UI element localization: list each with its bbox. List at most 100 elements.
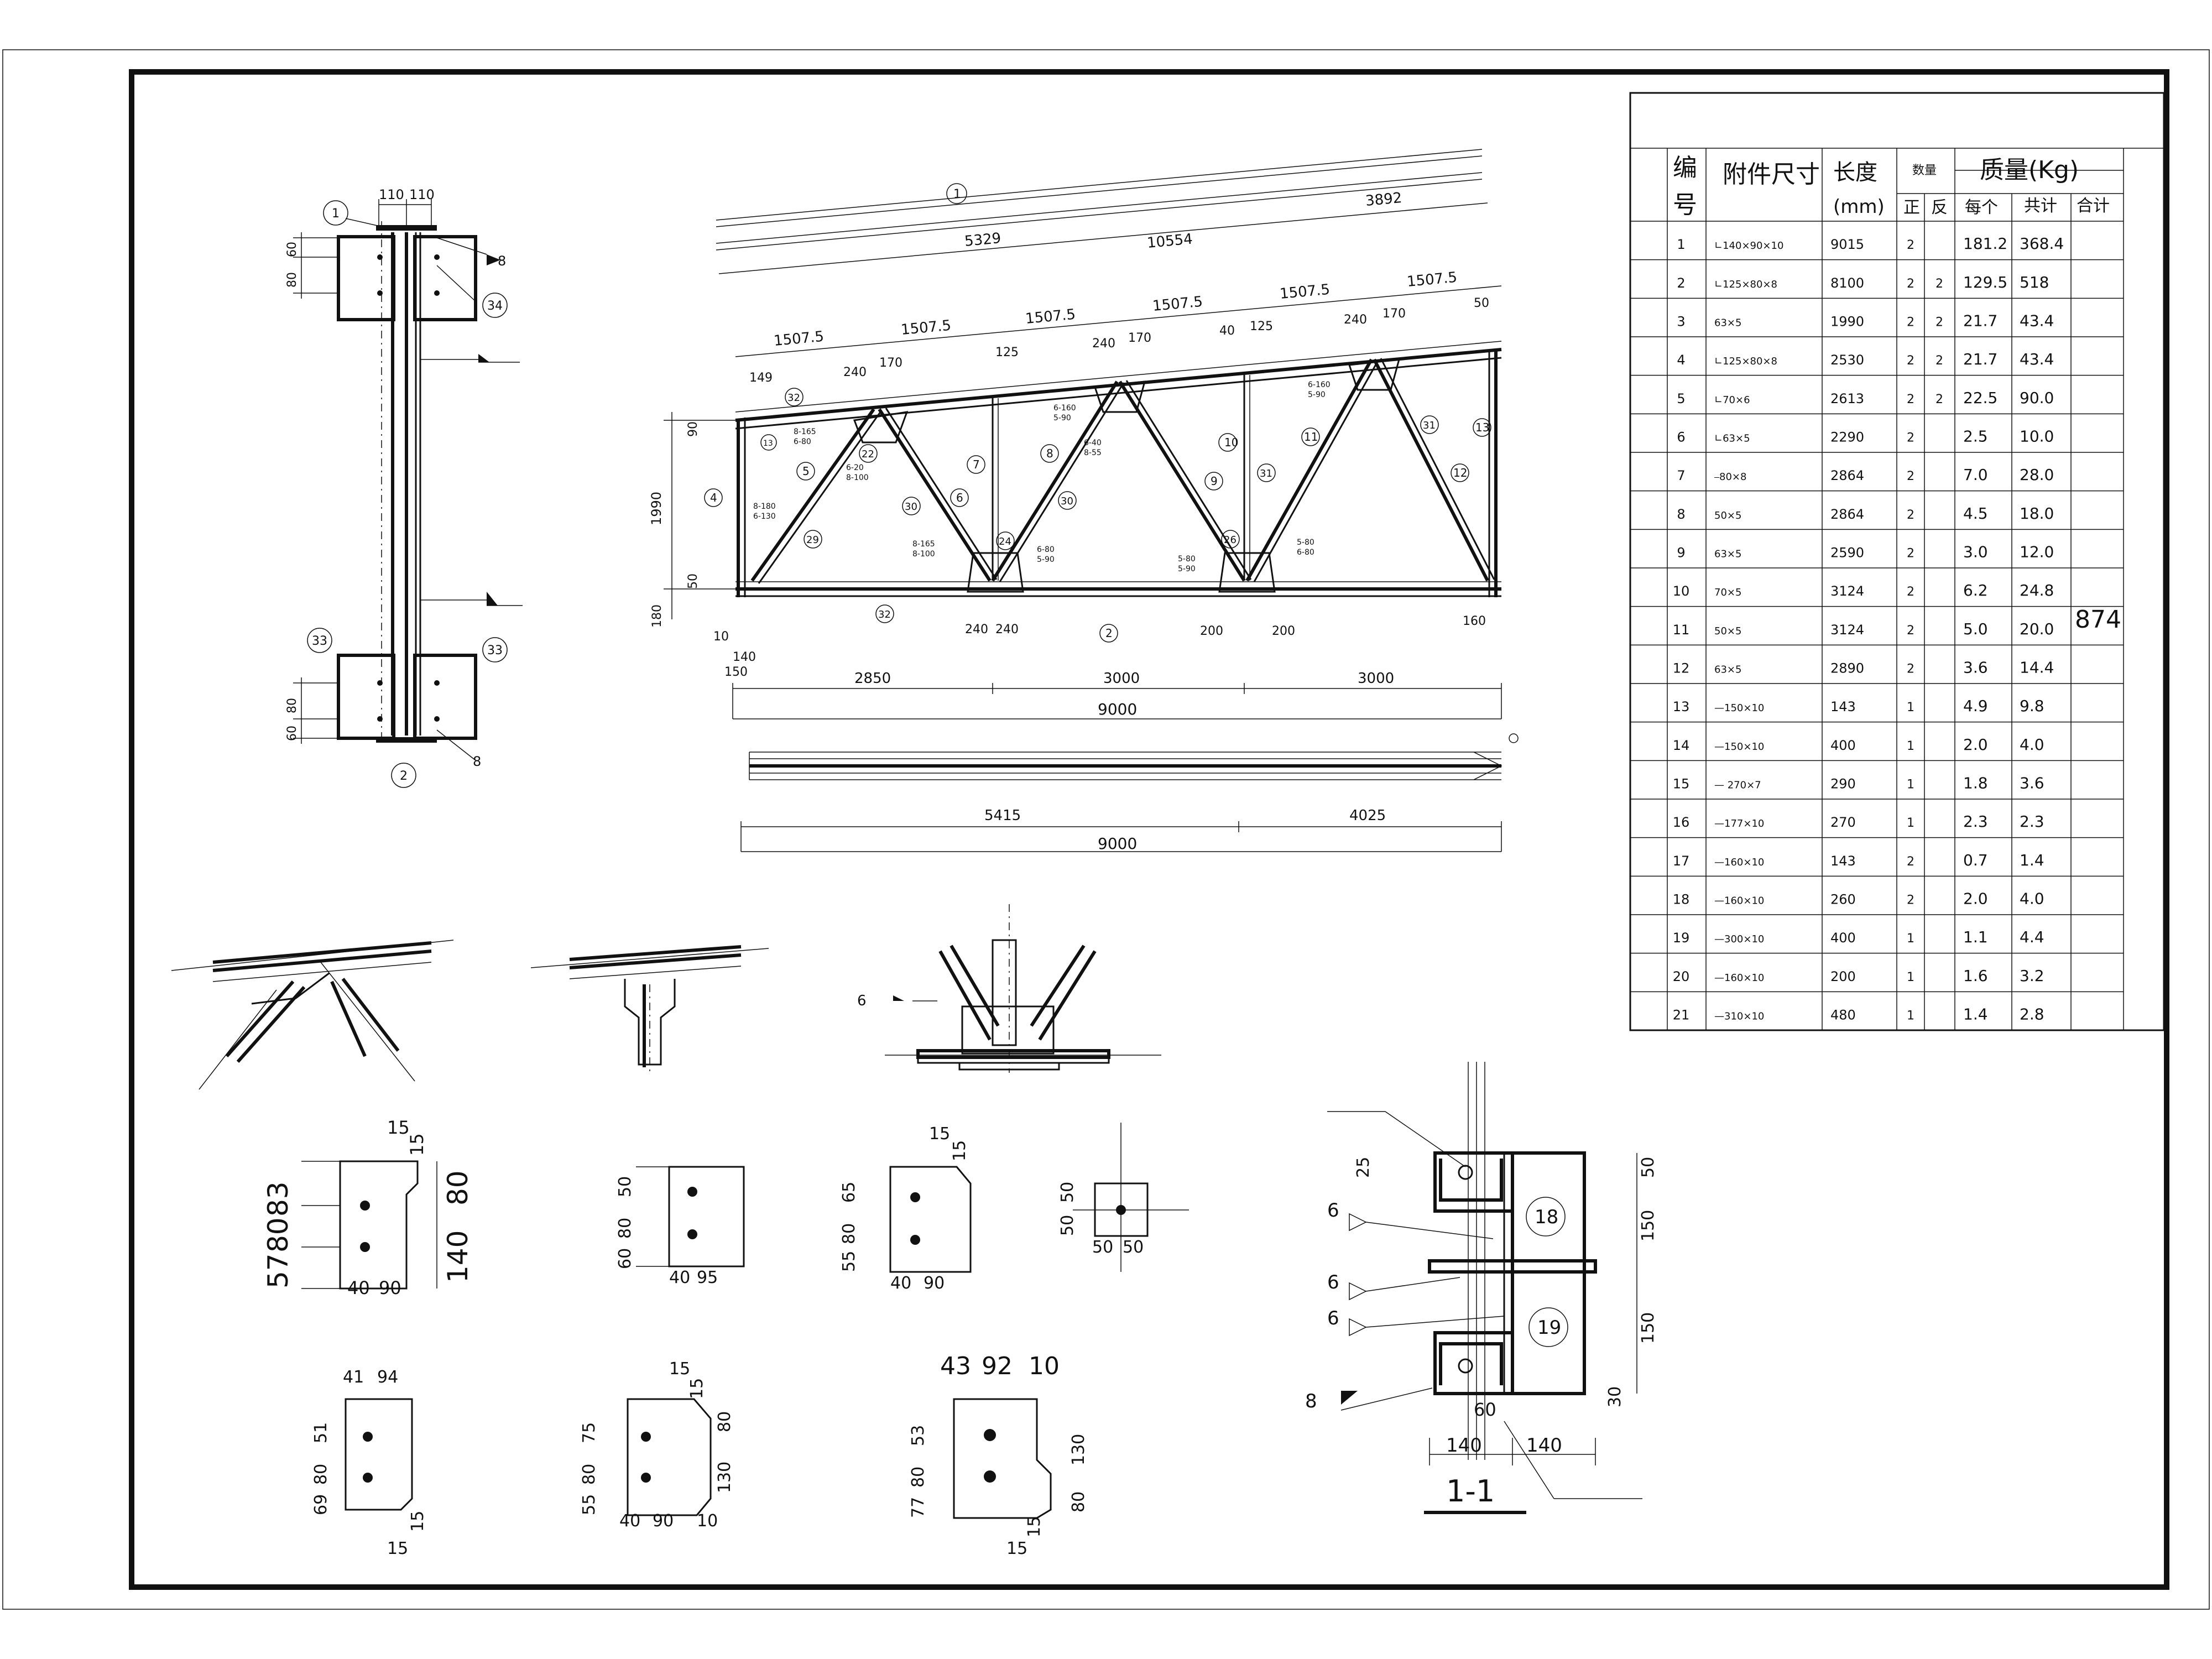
plate1-dim-140: 140 xyxy=(442,1230,474,1283)
table-cell-no: 11 xyxy=(1673,622,1690,638)
table-cell-no: 7 xyxy=(1677,468,1685,483)
tag-5: 6 xyxy=(956,491,963,504)
table-cell-no: 14 xyxy=(1673,738,1690,753)
plate6-dim-75: 75 xyxy=(580,1422,599,1443)
bolt-note-12: 6-80 xyxy=(1297,548,1314,557)
table-cell-length: 2864 xyxy=(1830,507,1864,522)
gusset-top-right xyxy=(413,235,477,321)
plate-4: 50 50 50 50 xyxy=(1058,1123,1189,1272)
plate4-dim-50b: 50 xyxy=(1058,1182,1077,1203)
table-cell-pos: 2 xyxy=(1907,238,1914,252)
table-cell-pos: 2 xyxy=(1907,469,1914,483)
dim-240-bottom-2: 240 xyxy=(995,623,1019,637)
sec-dim-30: 30 xyxy=(1605,1386,1625,1407)
table-cell-each: 1.4 xyxy=(1963,1005,1988,1023)
dim-150: 150 xyxy=(724,665,748,679)
section-1-1: 18 19 25 6 6 6 8 50 150 150 30 140 140 6… xyxy=(1305,1062,1658,1514)
th-part: 附件尺寸 xyxy=(1723,160,1820,189)
table-cell-length: 2890 xyxy=(1830,660,1864,676)
table-cell-no: 6 xyxy=(1677,429,1685,445)
table-cell-total: 10.0 xyxy=(2020,427,2054,445)
plate2-dim-60: 60 xyxy=(615,1248,635,1269)
table-cell-neg: 2 xyxy=(1936,354,1943,368)
tag-29: 29 xyxy=(806,534,819,546)
th-length: 长度 xyxy=(1833,160,1877,185)
table-cell-part: ∟125×80×8 xyxy=(1714,279,1777,290)
plan-part-1: 5415 xyxy=(984,807,1021,824)
bolt-note-19: 5-80 xyxy=(1178,555,1196,564)
bolt-note-15: 8-165 xyxy=(912,540,935,549)
tag-1: 1 xyxy=(332,207,340,221)
table-cell-each: 6.2 xyxy=(1963,581,1988,599)
table-cell-total: 28.0 xyxy=(2020,466,2054,484)
plate7-dim-15a: 15 xyxy=(1006,1539,1027,1558)
dim-90: 90 xyxy=(686,421,700,437)
table-cell-no: 8 xyxy=(1677,507,1685,522)
table-cell-total: 3.6 xyxy=(2020,774,2044,792)
bolt-note-8: 8-55 xyxy=(1084,448,1102,457)
table-cell-length: 8100 xyxy=(1830,275,1864,291)
table-cell-part: —160×10 xyxy=(1714,895,1764,906)
plate1-dim-90: 90 xyxy=(379,1277,401,1298)
table-cell-part: 63×5 xyxy=(1714,548,1741,560)
weld-8-top: 8 xyxy=(498,253,506,269)
plate3-dim-40: 40 xyxy=(890,1274,911,1293)
th-qty-pos: 正 xyxy=(1903,198,1920,217)
top-seg-2: 1507.5 xyxy=(900,317,952,338)
table-cell-each: 1.8 xyxy=(1963,774,1988,792)
node-detail-1 xyxy=(171,940,454,1090)
dim-240-3: 240 xyxy=(1344,313,1367,327)
tag-32-top: 32 xyxy=(787,392,800,404)
plate1-dim-15b: 15 xyxy=(406,1133,427,1156)
bolt-note-5: 6-160 xyxy=(1053,404,1076,413)
table-cell-part: ∟125×80×8 xyxy=(1714,356,1777,367)
table-cell-no: 2 xyxy=(1677,275,1685,291)
node-detail-2 xyxy=(530,945,769,1073)
table-cell-no: 3 xyxy=(1677,314,1685,329)
gusset-bottom-right xyxy=(413,654,477,740)
bay-3: 3000 xyxy=(1358,670,1394,687)
table-cell-length: 400 xyxy=(1830,930,1856,946)
table-cell-length: 2590 xyxy=(1830,545,1864,560)
section-label: 1-1 xyxy=(1446,1474,1495,1509)
tag-26: 26 xyxy=(1224,534,1237,546)
tag-3: 4 xyxy=(710,491,717,504)
table-cell-each: 5.0 xyxy=(1963,620,1988,638)
table-cell-length: 2864 xyxy=(1830,468,1864,483)
table-cell-total: 9.8 xyxy=(2020,697,2044,715)
table-cell-part: — 270×7 xyxy=(1714,779,1761,791)
top-seg-1: 1507.5 xyxy=(773,328,825,349)
bolt-note-13: 8-180 xyxy=(753,502,776,511)
plate6-dim-10: 10 xyxy=(697,1511,718,1531)
table-cell-total: 518 xyxy=(2020,273,2049,291)
sec-tag-18: 18 xyxy=(1535,1206,1558,1228)
table-cell-each: 181.2 xyxy=(1963,234,2007,253)
table-cell-total: 12.0 xyxy=(2020,542,2054,561)
side-elevation-view: 110 110 60 80 80 60 1 2 33 33 34 8 8 xyxy=(285,187,523,788)
table-cell-length: 290 xyxy=(1830,776,1856,791)
tag-2-truss: 2 xyxy=(1105,627,1113,640)
dim-plate-60-top: 60 xyxy=(285,242,299,257)
th-qty-neg: 反 xyxy=(1931,198,1948,217)
tag-32-bottom: 32 xyxy=(878,609,891,620)
bolt-note-11: 5-80 xyxy=(1297,538,1314,547)
table-cell-part: —310×10 xyxy=(1714,1010,1764,1022)
table-cell-neg: 2 xyxy=(1936,315,1943,329)
table-cell-part: 70×5 xyxy=(1714,587,1741,598)
bolt-note-2: 6-80 xyxy=(794,437,811,446)
plate7-dim-53: 53 xyxy=(909,1425,928,1446)
tag-9: 10 xyxy=(1224,436,1238,449)
table-cell-each: 2.5 xyxy=(1963,427,1988,445)
table-cell-total: 1.4 xyxy=(2020,851,2044,869)
table-cell-length: 260 xyxy=(1830,891,1856,907)
table-cell-pos: 1 xyxy=(1907,739,1914,753)
table-cell-part: 63×5 xyxy=(1714,317,1741,328)
table-cell-length: 200 xyxy=(1830,969,1856,984)
th-mass-total: 共计 xyxy=(2024,196,2057,216)
table-cell-part: —300×10 xyxy=(1714,933,1764,945)
tag-8: 9 xyxy=(1211,474,1218,488)
plan-part-2: 4025 xyxy=(1349,807,1386,824)
th-length-unit: (mm) xyxy=(1833,196,1885,218)
